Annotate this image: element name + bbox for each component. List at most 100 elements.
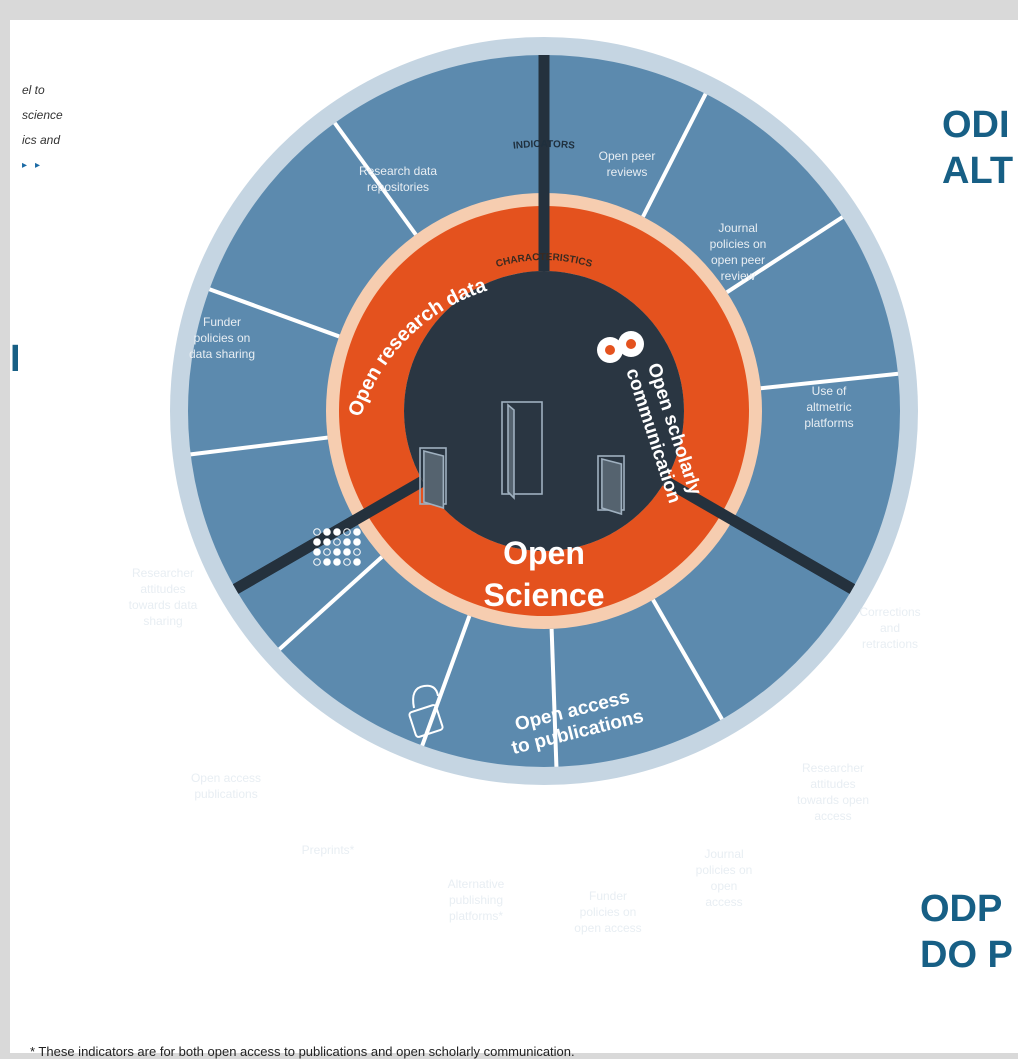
indicator-divider <box>651 598 724 721</box>
indicator-label-line: Open access <box>191 771 261 785</box>
heading-bottom-right: ODP DO P <box>920 886 1018 978</box>
indicator-label-line: open peer <box>711 253 765 267</box>
indicator-label: Funder policies on data sharing <box>189 315 255 361</box>
speech-bubbles-icon <box>597 331 644 363</box>
indicator-divider <box>208 287 340 339</box>
indicator-label-line: reviews <box>607 165 648 179</box>
indicator-label: Corrections and retractions <box>859 605 920 651</box>
dots-grid-icon <box>313 528 361 566</box>
indicator-label-line: data sharing <box>189 347 255 361</box>
bubble-face <box>626 339 636 349</box>
next-arrows-icon[interactable]: ▸▸ <box>22 160 49 171</box>
indicator-label-line: Researcher <box>802 761 864 775</box>
dot <box>343 538 351 546</box>
door-right-icon <box>597 455 625 516</box>
indicator-label-line: publishing <box>449 893 503 907</box>
heading-top-line-1: ODI <box>942 104 1010 146</box>
indicator-label-line: Funder <box>203 315 241 329</box>
door-leaf <box>507 403 515 500</box>
characteristic-sector <box>546 206 750 511</box>
dot <box>343 548 351 556</box>
open-science-wheel: OpenScienceINDICATORSCHARACTERISTICSOpen… <box>129 37 921 935</box>
dot <box>353 548 361 556</box>
indicator-label-line: Funder <box>589 889 627 903</box>
door-middle-icon <box>501 401 543 500</box>
indicator-label-line: Open peer <box>599 149 656 163</box>
padlock-body <box>408 704 444 738</box>
indicator-label-line: open access <box>574 921 641 935</box>
indicator-label-line: towards data <box>129 598 198 612</box>
indicator-label: Open access publications <box>191 771 261 801</box>
indicator-label-line: retractions <box>862 637 918 651</box>
center-title-line-2: Science <box>484 577 605 613</box>
center-title-line-1: Open <box>503 535 585 571</box>
footnote: * These indicators are for both open acc… <box>30 1044 575 1059</box>
door-leaf <box>423 449 445 510</box>
dot <box>313 558 321 566</box>
indicator-divider <box>420 615 472 747</box>
indicator-divider <box>190 435 328 457</box>
characteristic-sector <box>368 483 720 616</box>
padlock-shackle <box>412 684 439 709</box>
dot <box>323 548 331 556</box>
indicator-label: Research data repositories <box>359 164 437 194</box>
heading-bottom-line-2: DO P <box>920 934 1013 976</box>
indicator-label-line: publications <box>194 787 257 801</box>
indicator-label-line: Alternative <box>448 877 505 891</box>
side-note-line-1: el to <box>22 83 45 97</box>
indicator-divider <box>333 121 418 236</box>
indicator-divider <box>725 215 844 294</box>
indicator-label-line: Research data <box>359 164 437 178</box>
indicator-label: Journal policies on open peer review <box>710 221 767 283</box>
indicators-label: INDICATORS <box>513 139 576 152</box>
open-padlock-icon <box>408 684 444 738</box>
indicator-label-line: Corrections <box>859 605 920 619</box>
dot <box>353 538 361 546</box>
indicator-divider <box>549 628 559 767</box>
door-leaf <box>601 457 623 516</box>
dot <box>333 528 341 536</box>
indicator-label-line: policies on <box>710 237 767 251</box>
indicator-label-line: policies on <box>696 863 753 877</box>
bubble-face <box>605 345 615 355</box>
indicator-label-line: review <box>721 269 756 283</box>
indicator-label-line: altmetric <box>806 400 851 414</box>
dot <box>313 528 321 536</box>
group-divider <box>662 476 856 594</box>
indicator-label-line: access <box>705 895 742 909</box>
characteristic-sector <box>338 206 542 511</box>
indicator-label-line: attitudes <box>140 582 185 596</box>
heading-left: I <box>10 336 40 382</box>
dot <box>333 558 341 566</box>
indicator-label-line: policies on <box>194 331 251 345</box>
indicator-divider <box>641 92 708 218</box>
indicator-label-line: Use of <box>812 384 847 398</box>
indicator-label-line: repositories <box>367 180 429 194</box>
indicator-label-line: Journal <box>718 221 757 235</box>
indicator-label: Open peer reviews <box>599 149 656 179</box>
heading-top-right: ODI ALT <box>942 102 1018 194</box>
indicator-label-line: platforms <box>804 416 853 430</box>
dot <box>343 558 351 566</box>
heading-left-line: I <box>10 338 21 380</box>
dot <box>353 558 361 566</box>
side-note-line-3: ics and <box>22 133 61 147</box>
indicator-divider <box>760 371 899 391</box>
dot <box>333 538 341 546</box>
indicator-label-line: open <box>711 879 738 893</box>
indicator-divider <box>278 555 384 651</box>
indicator-label-line: and <box>880 621 900 635</box>
indicator-label: Preprints* <box>302 843 355 857</box>
indicator-label-line: attitudes <box>810 777 855 791</box>
dot <box>313 548 321 556</box>
indicator-label-line: towards open <box>797 793 869 807</box>
dot <box>333 548 341 556</box>
indicator-label-line: Preprints* <box>302 843 355 857</box>
heading-bottom-line-1: ODP <box>920 888 1003 930</box>
